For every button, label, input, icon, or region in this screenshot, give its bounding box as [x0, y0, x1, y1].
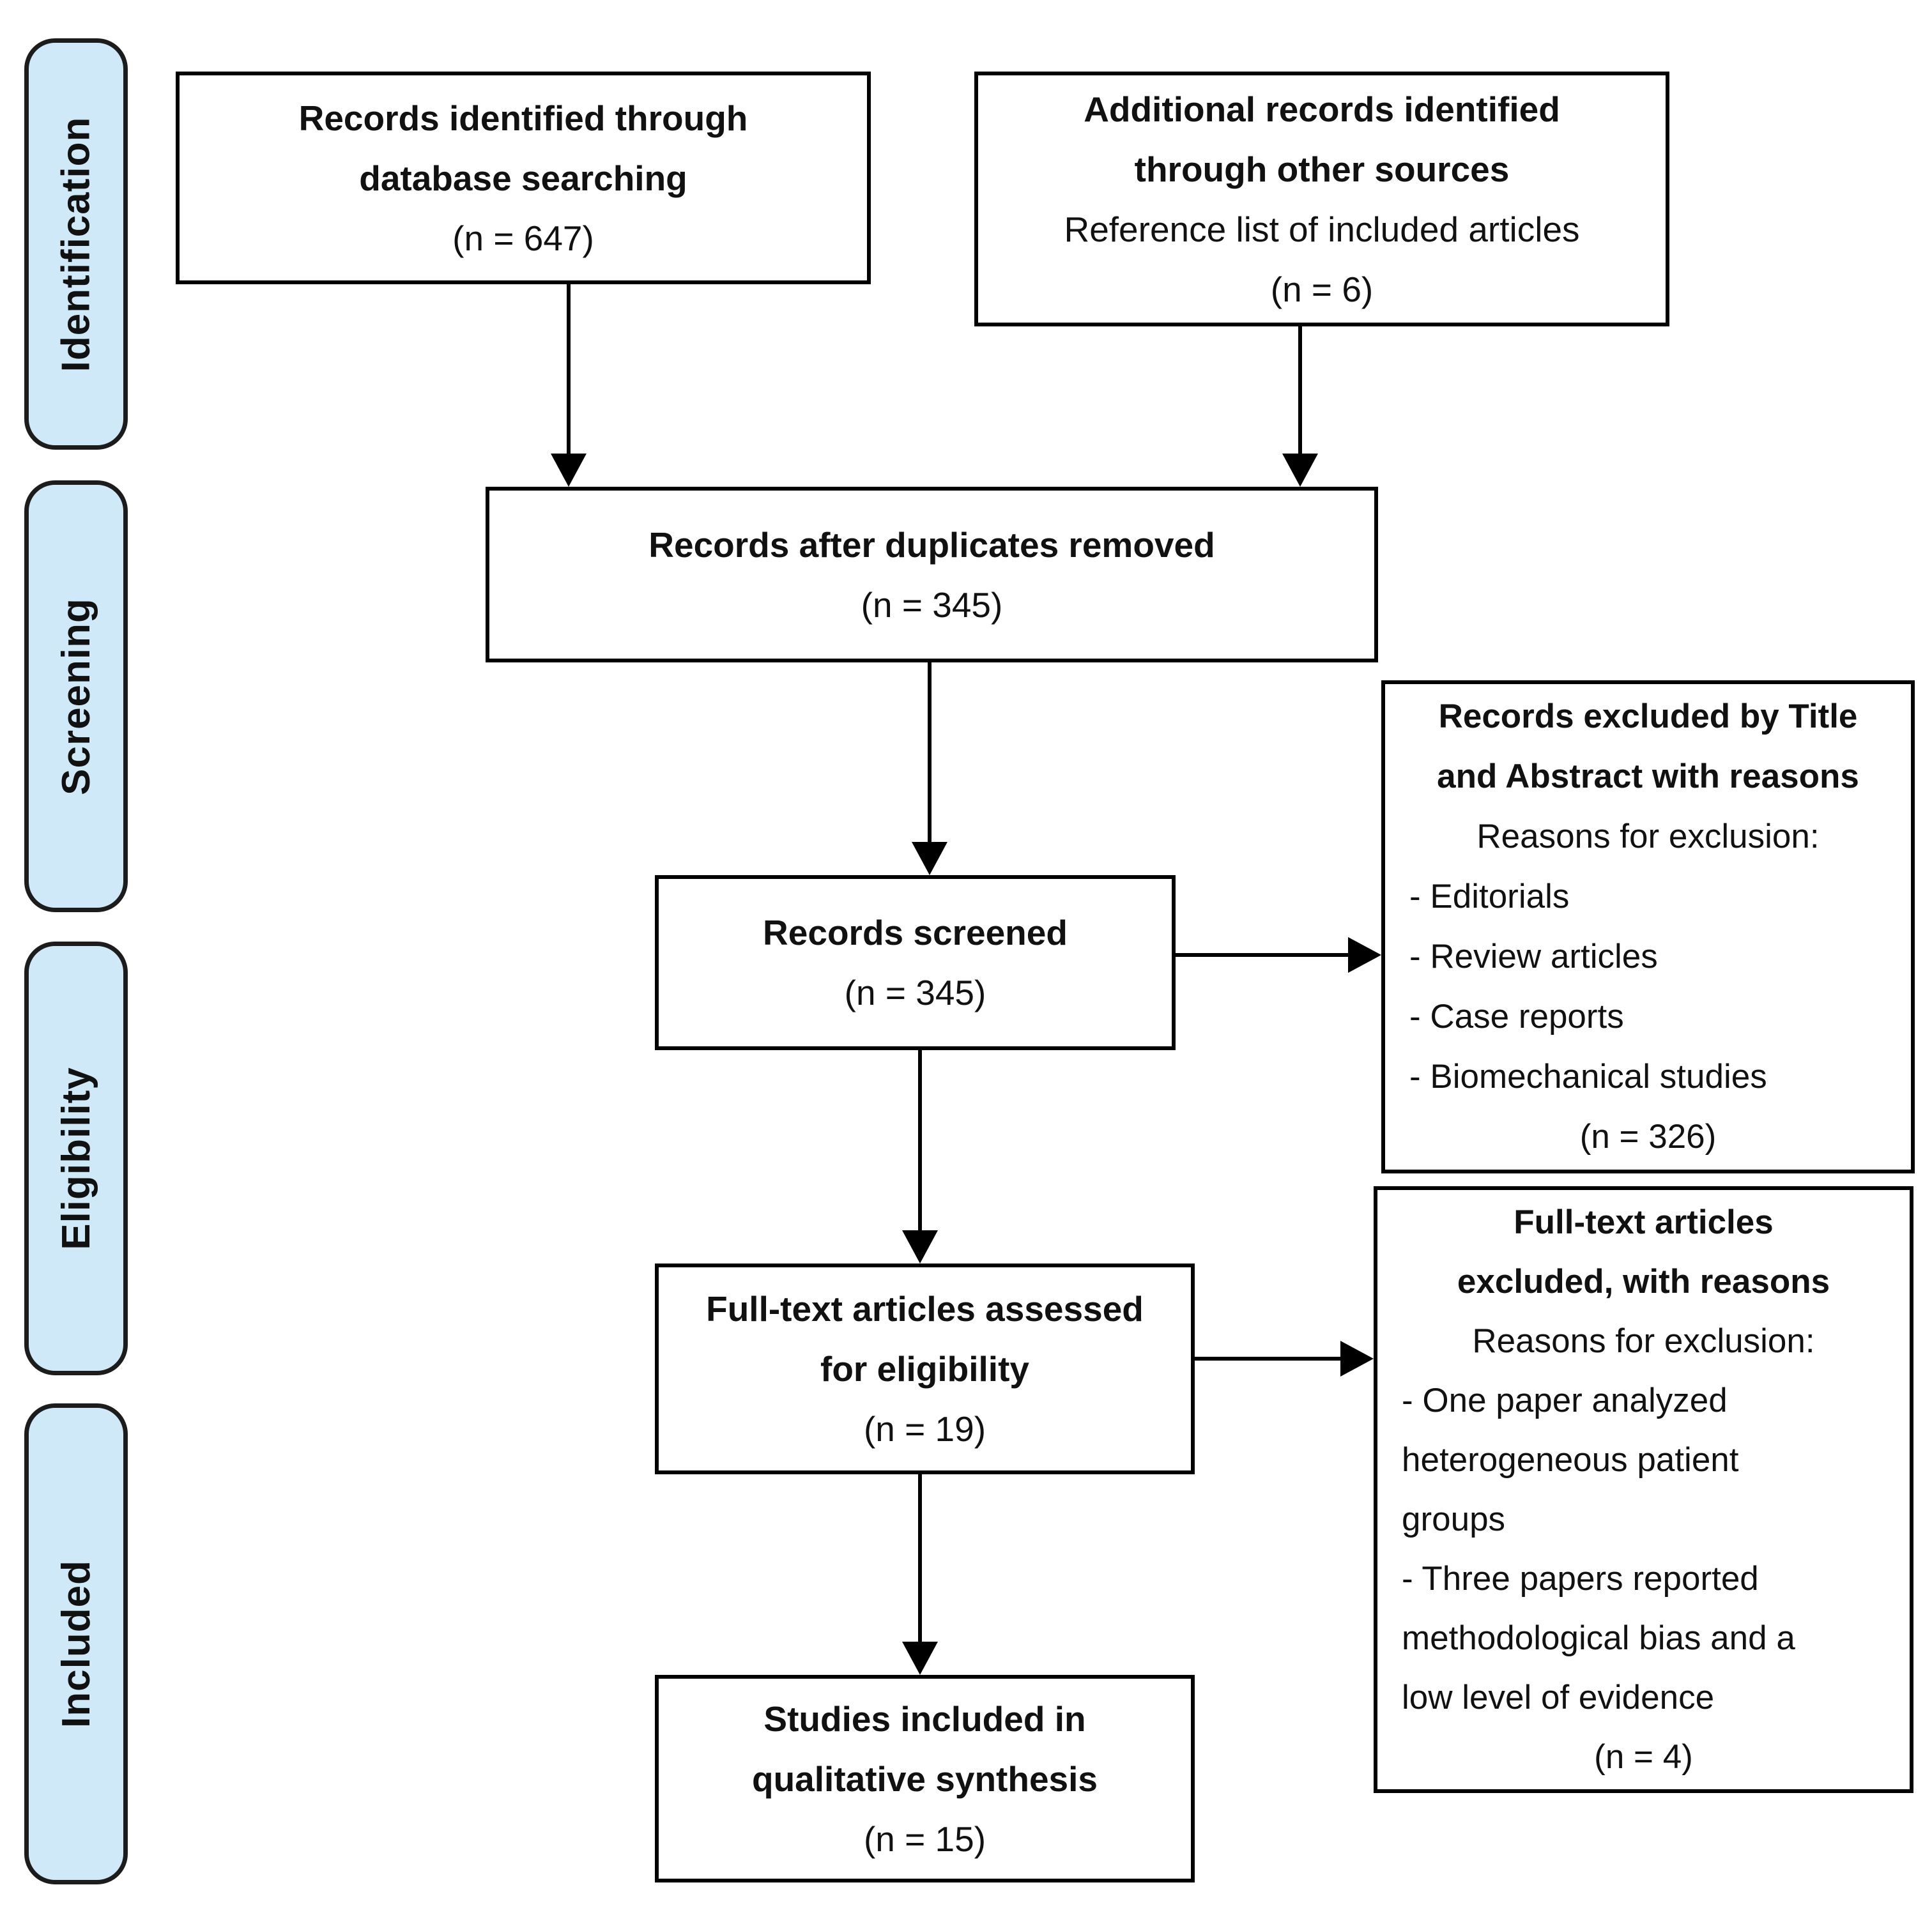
box-text-line: Records identified through: [298, 98, 748, 138]
arrowhead-additional-to-duplicates: [1282, 454, 1318, 487]
box-fulltext-assessed: Full-text articles assessed for eligibili…: [655, 1264, 1195, 1474]
box-text-line: (n = 326): [1579, 1118, 1717, 1156]
box-text-line: - Editorials: [1409, 878, 1570, 915]
box-records-identified: Records identified through database searc…: [176, 72, 871, 284]
box-text-line: Full-text articles assessed: [706, 1289, 1144, 1329]
box-text-line: (n = 345): [861, 584, 1003, 625]
box-text-line: Reference list of included articles: [1064, 209, 1580, 249]
box-text-line: - One paper analyzed: [1402, 1382, 1728, 1419]
connector-additional-to-duplicates: [1298, 326, 1302, 455]
connector-fulltext-to-excluded: [1195, 1357, 1345, 1361]
box-text-line: excluded, with reasons: [1457, 1263, 1830, 1301]
box-additional-records: Additional records identified through oth…: [974, 72, 1669, 326]
box-text-line: (n = 4): [1594, 1738, 1693, 1776]
box-text-line: Reasons for exclusion:: [1476, 818, 1820, 855]
box-text-line: - Biomechanical studies: [1409, 1058, 1767, 1096]
box-text-line: Reasons for exclusion:: [1472, 1322, 1815, 1360]
arrowhead-screened-to-excluded: [1348, 937, 1381, 973]
box-text-line: - Three papers reported: [1402, 1560, 1759, 1598]
connector-identified-to-duplicates: [567, 284, 571, 455]
box-duplicates-removed: Records after duplicates removed (n = 345…: [486, 487, 1378, 662]
box-text-line: Records after duplicates removed: [648, 524, 1215, 565]
box-text-line: Records excluded by Title: [1438, 698, 1858, 735]
box-text-line: through other sources: [1134, 149, 1510, 189]
arrowhead-duplicates-to-screened: [912, 842, 947, 875]
connector-screened-to-excluded: [1176, 953, 1349, 957]
box-text-line: (n = 15): [863, 1819, 986, 1859]
box-text-line: (n = 6): [1270, 269, 1374, 309]
box-records-screened: Records screened (n = 345): [655, 875, 1176, 1050]
box-text-line: Studies included in: [763, 1699, 1086, 1739]
box-text-line: - Review articles: [1409, 938, 1658, 975]
box-text-line: (n = 647): [452, 218, 594, 258]
arrowhead-fulltext-to-excluded: [1340, 1341, 1374, 1377]
phase-tab-included: Included: [24, 1403, 128, 1884]
connector-fulltext-to-included: [918, 1474, 922, 1643]
box-text-line: methodological bias and a: [1402, 1619, 1795, 1657]
box-text-line: (n = 345): [844, 973, 986, 1012]
box-text-line: qualitative synthesis: [751, 1759, 1098, 1799]
box-text-line: groups: [1402, 1500, 1506, 1538]
phase-tab-identification: Identification: [24, 38, 128, 450]
arrowhead-fulltext-to-included: [902, 1642, 938, 1675]
phase-label-included: Included: [54, 1560, 98, 1728]
box-text-line: Additional records identified: [1084, 89, 1560, 129]
phase-tab-eligibility: Eligibility: [24, 942, 128, 1375]
box-text-line: and Abstract with reasons: [1437, 758, 1859, 795]
box-excluded-fulltext: Full-text articles excluded, with reasons…: [1374, 1186, 1913, 1793]
box-studies-included: Studies included in qualitative synthesis…: [655, 1675, 1195, 1882]
box-text-line: heterogeneous patient: [1402, 1441, 1739, 1479]
box-excluded-title-abstract: Records excluded by Title and Abstract wi…: [1381, 680, 1915, 1173]
connector-duplicates-to-screened: [928, 662, 931, 843]
box-text-line: low level of evidence: [1402, 1679, 1715, 1716]
box-text-line: - Case reports: [1409, 998, 1624, 1035]
box-text-line: (n = 19): [863, 1409, 986, 1449]
phase-label-identification: Identification: [54, 116, 98, 372]
box-text-line: database searching: [359, 158, 687, 198]
box-text-line: Records screened: [763, 913, 1068, 952]
connector-screened-to-fulltext: [918, 1050, 922, 1232]
arrowhead-screened-to-fulltext: [902, 1230, 938, 1264]
arrowhead-identified-to-duplicates: [551, 454, 586, 487]
box-text-line: for eligibility: [820, 1349, 1029, 1389]
phase-label-screening: Screening: [54, 597, 98, 795]
phase-tab-screening: Screening: [24, 480, 128, 912]
phase-label-eligibility: Eligibility: [54, 1067, 98, 1250]
box-text-line: Full-text articles: [1514, 1203, 1774, 1241]
